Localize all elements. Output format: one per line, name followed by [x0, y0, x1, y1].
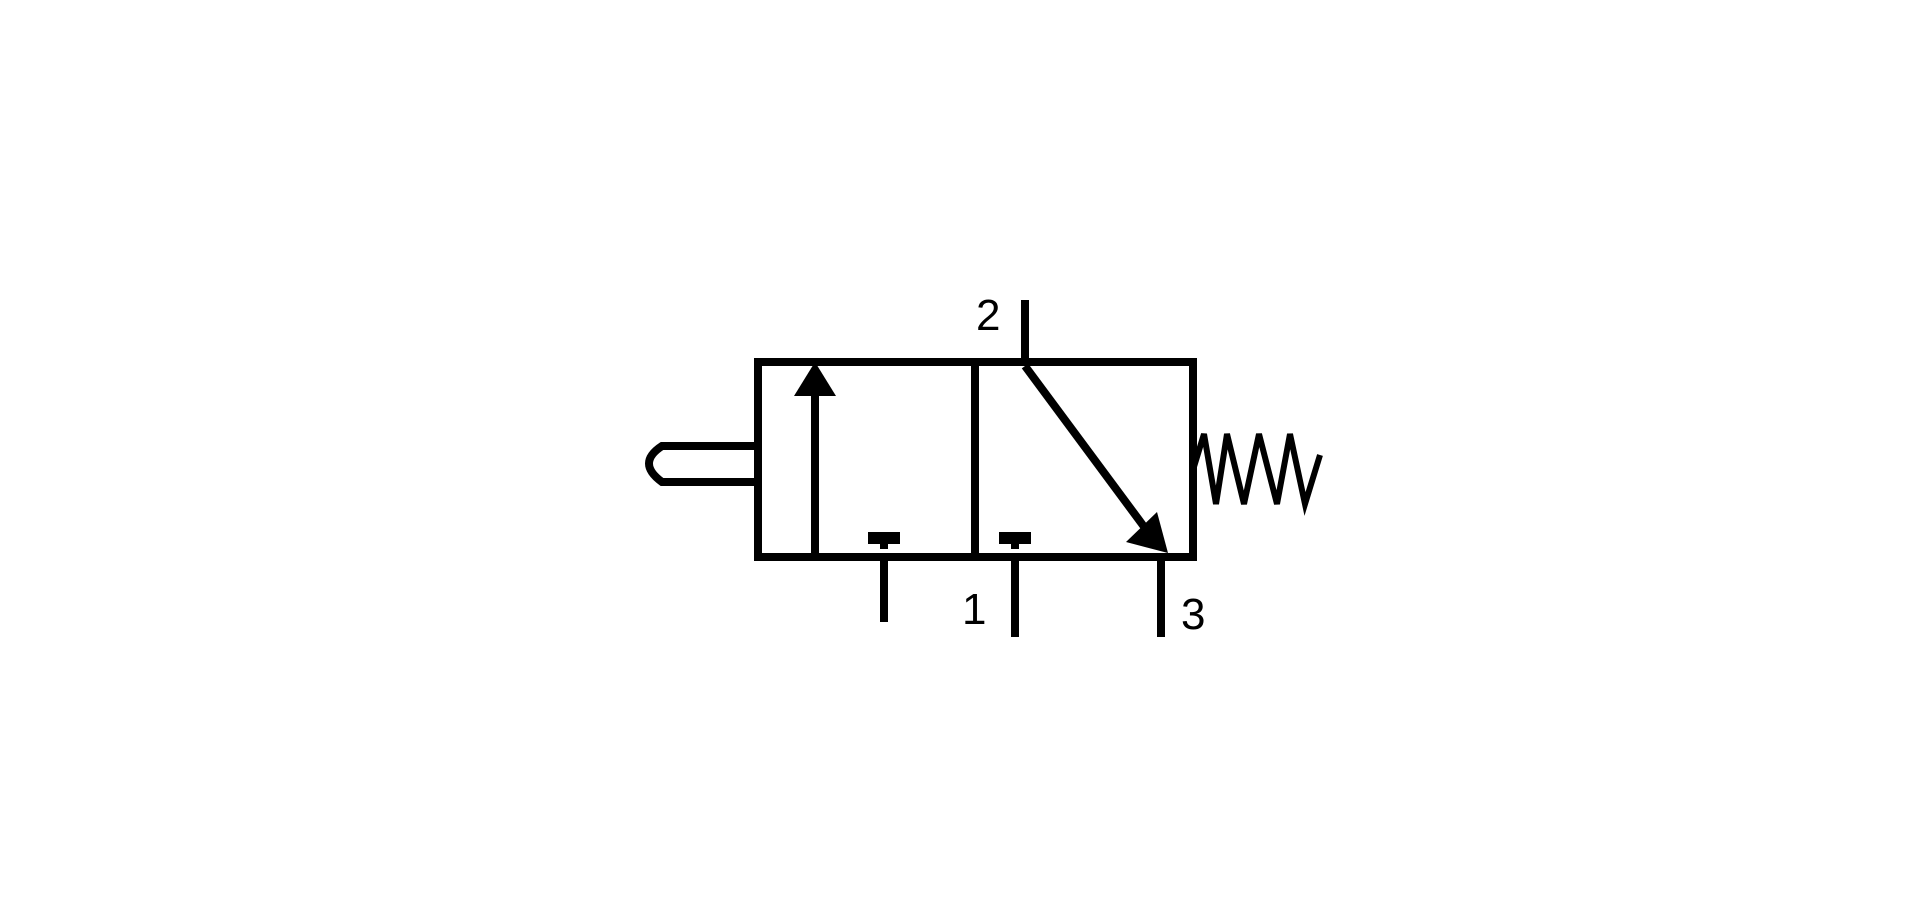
flow-arrowhead-left: [794, 362, 836, 396]
flow-arrow-shaft-right: [1021, 363, 1149, 531]
push-button-actuator: [645, 442, 758, 486]
flow-arrowhead-right: [1126, 512, 1168, 553]
port-3-label: 3: [1181, 590, 1205, 639]
return-spring: [1190, 433, 1323, 516]
port-2-label: 2: [976, 291, 1000, 340]
valve-position-box-right: [971, 358, 1197, 561]
port-1-label: 1: [962, 585, 986, 634]
